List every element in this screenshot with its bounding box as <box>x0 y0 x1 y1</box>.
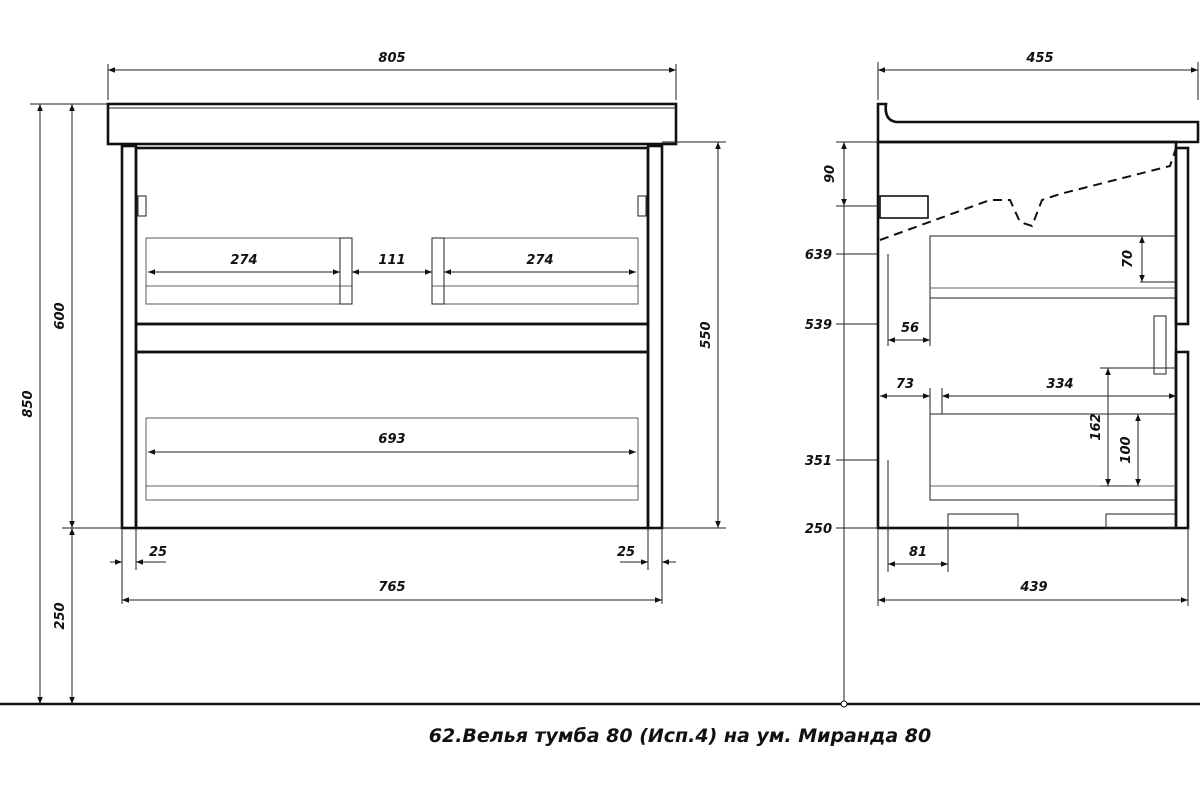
front-right-side-panel <box>646 144 664 530</box>
dim-body-depth: 439 <box>1019 580 1047 595</box>
dim-lower-front-height: 162 <box>1089 413 1104 440</box>
side-body <box>876 140 1178 530</box>
dim-right-offset: 25 <box>617 545 635 560</box>
dim-lower-drawer-height: 100 <box>1119 436 1134 463</box>
dim-lower-setback: 73 <box>896 377 914 392</box>
side-view <box>876 102 1200 530</box>
front-countertop <box>106 102 678 146</box>
dim-upper-right-width: 274 <box>526 253 553 268</box>
level-539: 539 <box>805 318 832 333</box>
front-lower-drawer <box>134 350 650 530</box>
dim-upper-middle-gap: 111 <box>378 253 405 268</box>
dim-bottom-setback: 81 <box>909 545 927 560</box>
dim-siphon-height: 90 <box>823 165 838 183</box>
dim-upper-left-width: 274 <box>230 253 257 268</box>
dim-upper-setback: 56 <box>901 321 919 336</box>
side-countertop <box>876 102 1200 144</box>
dim-body-width: 765 <box>378 580 405 595</box>
front-upper-drawer <box>134 146 650 326</box>
dim-lower-drawer-depth: 334 <box>1046 377 1073 392</box>
front-view <box>106 102 678 530</box>
drawing-caption: 62.Велья тумба 80 (Исп.4) на ум. Миранда… <box>429 725 931 747</box>
dim-top-width: 805 <box>378 51 405 66</box>
dim-left-offset: 25 <box>149 545 167 560</box>
dim-total-height: 850 <box>21 390 36 417</box>
level-639: 639 <box>805 248 832 263</box>
dim-upper-drawer-height: 70 <box>1121 250 1136 268</box>
front-left-side-panel <box>120 144 138 530</box>
level-351: 351 <box>805 454 832 469</box>
front-dimensions: 805 850 600 250 550 274 111 274 693 25 <box>21 51 726 704</box>
side-dimensions: 455 90 639 539 351 250 70 56 73 <box>805 51 1199 708</box>
dim-lower-inner-width: 693 <box>378 432 405 447</box>
dim-legs-height: 250 <box>53 602 68 629</box>
dim-body-height: 600 <box>53 302 68 329</box>
dim-top-depth: 455 <box>1025 51 1053 66</box>
side-basin-outline <box>879 147 1177 241</box>
dim-drawer-depth: 550 <box>699 321 714 348</box>
level-250: 250 <box>805 522 832 537</box>
